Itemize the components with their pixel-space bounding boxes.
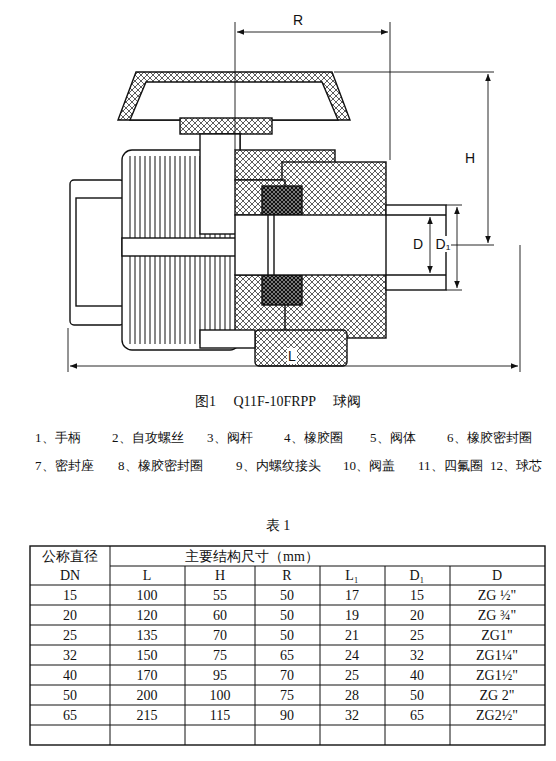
- table-cell: 50: [280, 608, 294, 624]
- table-cell: 20: [410, 608, 424, 624]
- table-cell: 25: [410, 628, 424, 644]
- table-cell: ZG ¾": [478, 608, 516, 624]
- part-name: 3、阀杆: [207, 430, 253, 446]
- part-name: 6、橡胶密封圈: [447, 430, 532, 446]
- table-header: R: [282, 568, 291, 584]
- table-cell: 17: [345, 588, 359, 604]
- table-cell: 50: [410, 688, 424, 704]
- table-cell: 100: [210, 688, 231, 704]
- part-name: 2、自攻螺丝: [112, 430, 184, 446]
- dimension-label: H: [464, 150, 476, 166]
- table-cell: 25: [63, 628, 77, 644]
- table-cell: 90: [280, 708, 294, 724]
- table-cell: 60: [213, 608, 227, 624]
- table-cell: 15: [410, 588, 424, 604]
- table-header: L₁: [345, 568, 358, 584]
- table-cell: 32: [63, 648, 77, 664]
- table-header: D₁: [410, 568, 425, 584]
- table-cell: 70: [213, 628, 227, 644]
- table-cell: 50: [280, 628, 294, 644]
- table-header: DN: [60, 568, 80, 584]
- table-cell: ZG ½": [478, 588, 516, 604]
- part-name: 12、球芯: [490, 458, 542, 474]
- table-cell: ZG 2": [480, 688, 515, 704]
- table-cell: 19: [345, 608, 359, 624]
- table-cell: 200: [137, 688, 158, 704]
- table-cell: 150: [137, 648, 158, 664]
- dimension-label: D: [412, 236, 424, 252]
- part-name: 1、手柄: [35, 430, 81, 446]
- table-cell: 50: [280, 588, 294, 604]
- table-cell: ZG2½": [476, 708, 518, 724]
- table-cell: 32: [410, 648, 424, 664]
- part-name: 9、内螺纹接头: [236, 458, 321, 474]
- table-cell: 20: [63, 608, 77, 624]
- table-header: L: [143, 568, 152, 584]
- table-cell: 75: [280, 688, 294, 704]
- table-header: H: [215, 568, 225, 584]
- part-name: 10、阀盖: [343, 458, 395, 474]
- table-header: 公称直径: [42, 549, 98, 565]
- part-name: 11、四氟圈: [418, 458, 483, 474]
- dimension-label: D₁: [435, 236, 452, 252]
- table-cell: 28: [345, 688, 359, 704]
- table-cell: 15: [63, 588, 77, 604]
- table-cell: ZG1½": [476, 668, 518, 684]
- dimension-label: L: [287, 348, 297, 364]
- table-cell: ZG1": [481, 628, 512, 644]
- table-cell: 215: [137, 708, 158, 724]
- table-cell: 50: [63, 688, 77, 704]
- part-name: 5、阀体: [370, 430, 416, 446]
- part-name: 8、橡胶密封圈: [118, 458, 203, 474]
- part-name: 7、密封座: [35, 458, 94, 474]
- part-name: 4、橡胶圈: [284, 430, 343, 446]
- table-cell: 170: [137, 668, 158, 684]
- table-cell: 95: [213, 668, 227, 684]
- table-cell: 75: [213, 648, 227, 664]
- table-cell: 120: [137, 608, 158, 624]
- table-cell: 55: [213, 588, 227, 604]
- table-cell: 40: [63, 668, 77, 684]
- table-cell: 24: [345, 648, 359, 664]
- table-cell: 32: [345, 708, 359, 724]
- table-header: 主要结构尺寸（mm）: [185, 549, 319, 565]
- table-cell: 65: [63, 708, 77, 724]
- table-cell: 100: [137, 588, 158, 604]
- table-title: 表 1: [266, 518, 291, 534]
- table-cell: 21: [345, 628, 359, 644]
- table-cell: 65: [280, 648, 294, 664]
- table-cell: 115: [210, 708, 230, 724]
- dimension-label: R: [292, 12, 304, 28]
- table-cell: 65: [410, 708, 424, 724]
- table-cell: 135: [137, 628, 158, 644]
- table-header: D: [492, 568, 502, 584]
- table-cell: 40: [410, 668, 424, 684]
- table-cell: ZG1¼": [476, 648, 518, 664]
- figure-caption: 图1 Q11F-10FRPP 球阀: [195, 394, 361, 410]
- table-cell: 25: [345, 668, 359, 684]
- table-cell: 70: [280, 668, 294, 684]
